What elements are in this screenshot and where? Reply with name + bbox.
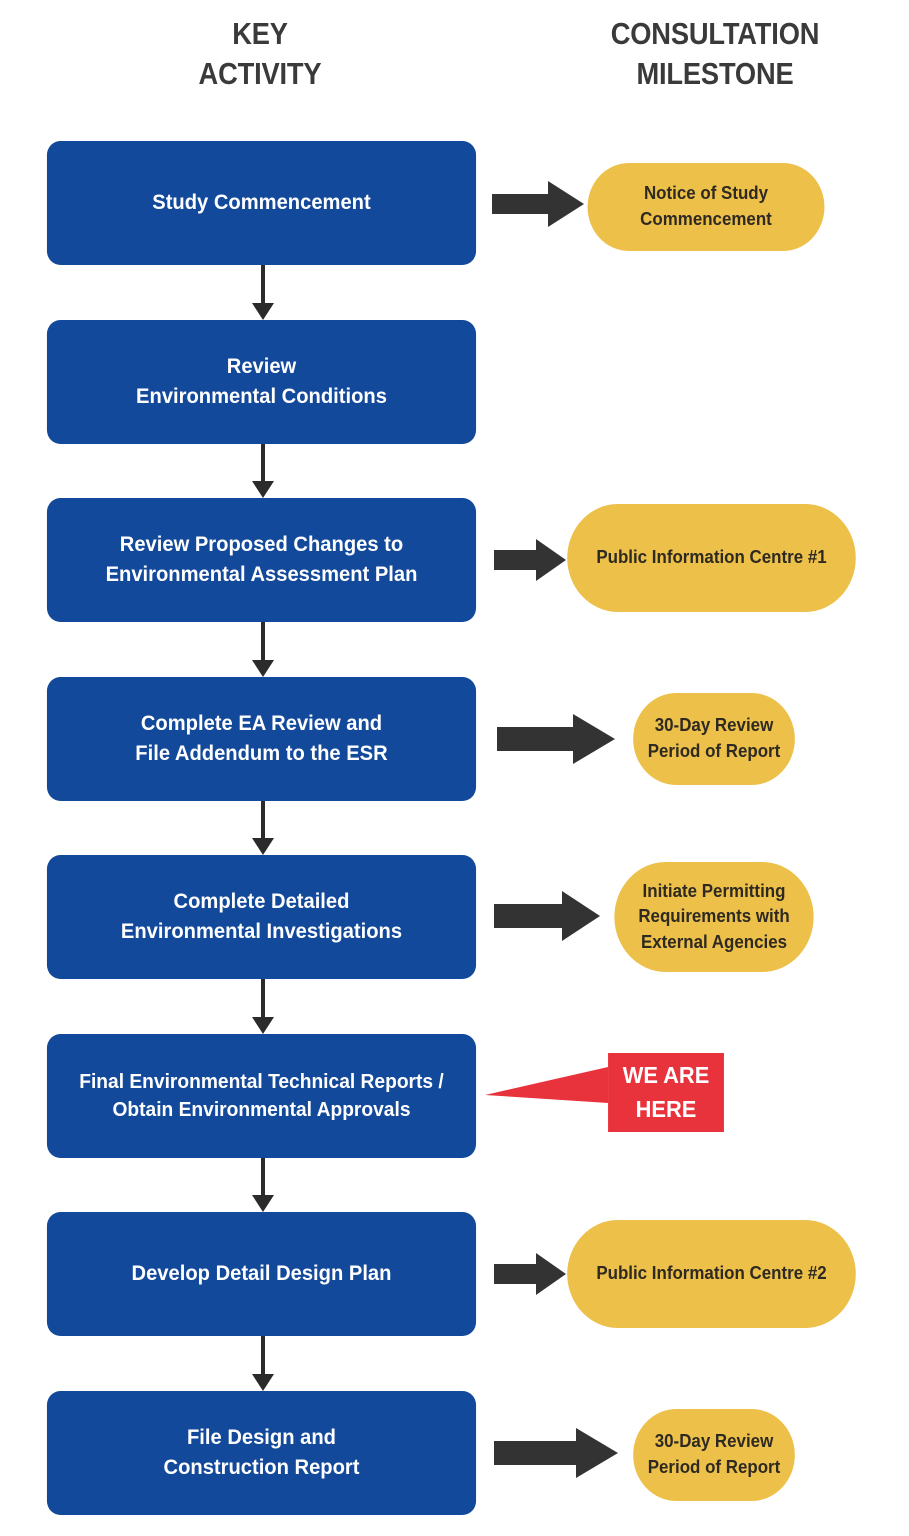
arrow-right-icon-row-4 <box>497 714 615 764</box>
milestone-pill-public-information-centre-1[interactable]: Public Information Centre #1 <box>567 504 856 612</box>
connector-arrow-row-4-to-row-5 <box>252 801 274 855</box>
we-are-here-label: WE ARE HERE <box>608 1053 724 1132</box>
milestone-pill-30-day-review-period-2[interactable]: 30-Day Review Period of Report <box>633 1409 795 1501</box>
milestone-pill-public-information-centre-2[interactable]: Public Information Centre #2 <box>567 1220 856 1328</box>
arrow-right-icon-row-1 <box>492 181 584 227</box>
activity-box-complete-detailed-investigations[interactable]: Complete Detailed Environmental Investig… <box>46 855 477 979</box>
we-are-here-pointer-icon <box>485 1067 608 1103</box>
we-are-here-callout <box>480 1045 730 1140</box>
connector-arrow-row-5-to-row-6 <box>252 979 274 1034</box>
activity-box-final-environmental-technical-reports[interactable]: Final Environmental Technical Reports / … <box>46 1034 477 1158</box>
milestone-pill-initiate-permitting[interactable]: Initiate Permitting Requirements with Ex… <box>614 862 814 972</box>
milestone-pill-30-day-review-period-1[interactable]: 30-Day Review Period of Report <box>633 693 795 785</box>
arrow-right-icon-row-3 <box>494 539 566 581</box>
arrow-right-icon-row-8 <box>494 1428 618 1478</box>
arrow-right-icon-row-5 <box>494 891 600 941</box>
activity-box-review-environmental-conditions[interactable]: Review Environmental Conditions <box>46 320 477 444</box>
milestone-pill-notice-of-study-commencement[interactable]: Notice of Study Commencement <box>587 163 825 251</box>
connector-arrow-row-2-to-row-3 <box>252 444 274 498</box>
activity-box-file-design-and-construction-report[interactable]: File Design and Construction Report <box>46 1391 477 1515</box>
activity-box-study-commencement[interactable]: Study Commencement <box>46 141 477 265</box>
connector-arrow-row-7-to-row-8 <box>252 1336 274 1391</box>
column-header-consultation-milestone: CONSULTATION MILESTONE <box>610 16 820 91</box>
activity-box-review-proposed-changes[interactable]: Review Proposed Changes to Environmental… <box>46 498 477 622</box>
connector-arrow-row-1-to-row-2 <box>252 265 274 320</box>
activity-box-develop-detail-design-plan[interactable]: Develop Detail Design Plan <box>46 1212 477 1336</box>
activity-box-complete-ea-review[interactable]: Complete EA Review and File Addendum to … <box>46 677 477 801</box>
connector-arrow-row-6-to-row-7 <box>252 1158 274 1212</box>
arrow-right-icon-row-7 <box>494 1253 566 1295</box>
connector-arrow-row-3-to-row-4 <box>252 622 274 677</box>
column-header-key-activity: KEY ACTIVITY <box>198 16 322 91</box>
